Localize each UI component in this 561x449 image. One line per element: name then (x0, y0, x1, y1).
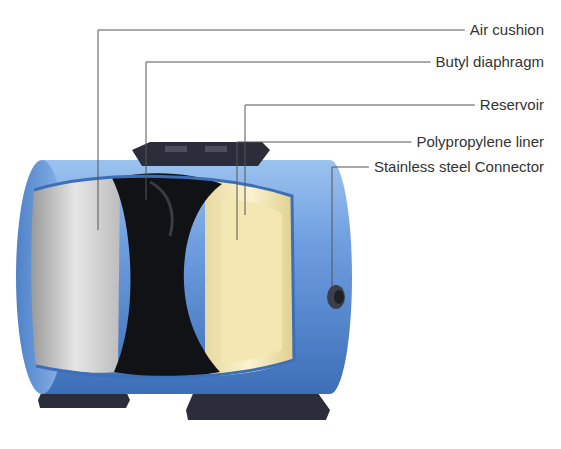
leader-line (237, 142, 411, 240)
stainless-connector (327, 285, 345, 309)
part-label: Polypropylene liner (415, 133, 545, 151)
part-label: Reservoir (479, 96, 545, 114)
polypropylene-liner (205, 182, 294, 376)
leader-line (98, 30, 465, 230)
butyl-diaphragm (112, 173, 222, 376)
leader-line (146, 62, 431, 200)
leader-line (332, 167, 369, 287)
part-label: Butyl diaphragm (435, 53, 545, 71)
diaphragm-fold (150, 182, 172, 236)
shell-cut-edge (34, 176, 294, 377)
bracket-slot (205, 146, 227, 152)
part-label: Stainless steel Connector (373, 158, 545, 176)
part-label: Air cushion (469, 21, 545, 39)
bracket-slot (165, 146, 187, 152)
reservoir-space (222, 200, 282, 362)
mounting-bracket (132, 142, 270, 166)
connector-bore (334, 290, 344, 304)
air-cushion (31, 178, 120, 373)
